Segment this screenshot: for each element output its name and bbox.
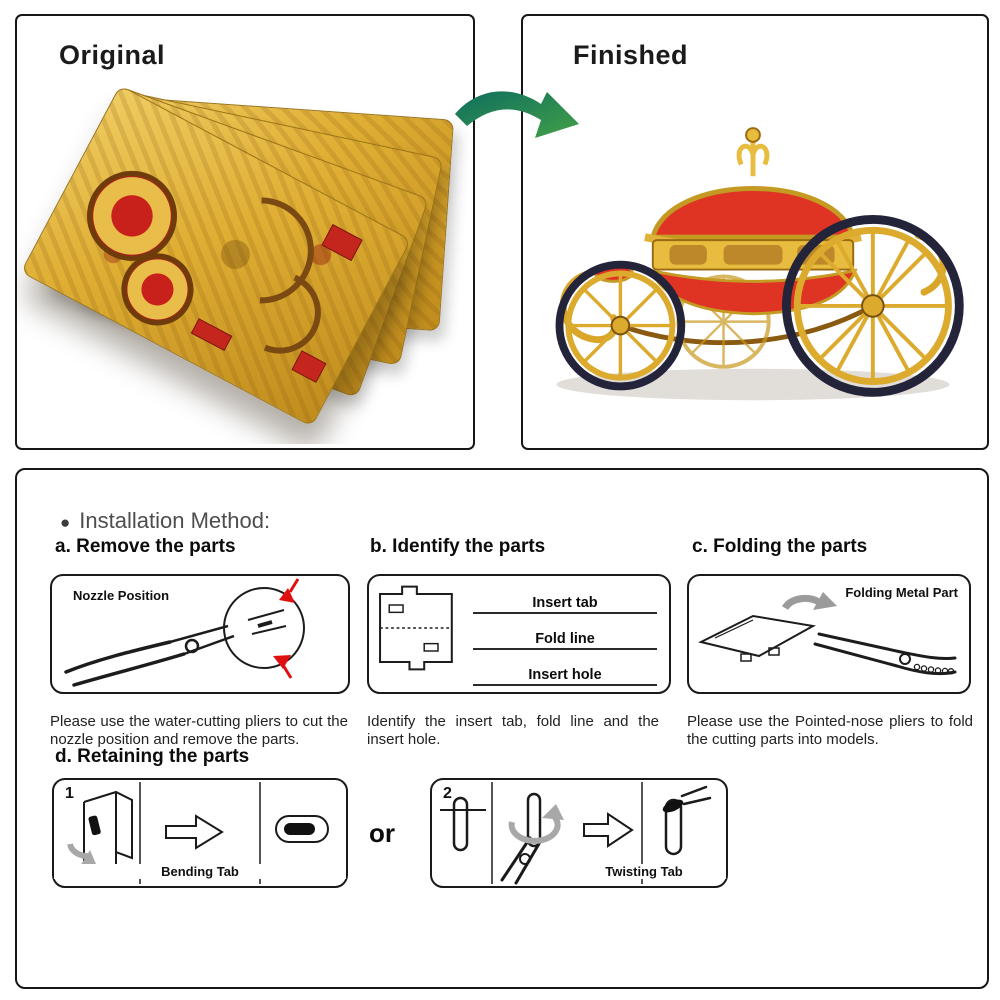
- fold-line-row: Fold line: [473, 614, 657, 650]
- section-b-title: b. Identify the parts: [370, 536, 546, 557]
- folding-parts-diagram: Folding Metal Part: [687, 574, 971, 694]
- bullet-icon: ●: [60, 513, 71, 532]
- folding-parts-description: Please use the Pointed-nose pliers to fo…: [687, 713, 973, 749]
- original-title: Original: [59, 40, 166, 70]
- carriage-illustration: [555, 127, 964, 401]
- step-2-number: 2: [443, 785, 452, 802]
- step-1-number: 1: [65, 785, 74, 802]
- section-a-title: a. Remove the parts: [55, 536, 236, 557]
- finished-panel: Finished: [521, 14, 989, 450]
- installation-method-panel: ● Installation Method: a. Remove the part…: [15, 468, 989, 989]
- nozzle-position-label: Nozzle Position: [70, 588, 173, 603]
- twisting-tab-illustration: [440, 782, 712, 885]
- folding-metal-part-label: Folding Metal Part: [842, 585, 961, 600]
- folding-pliers-illustration: [698, 592, 957, 676]
- section-c-title: c. Folding the parts: [692, 536, 868, 557]
- finished-title: Finished: [573, 40, 689, 70]
- installation-heading-text: Installation Method:: [79, 508, 271, 533]
- identify-parts-diagram: Insert tab Fold line Insert hole: [367, 574, 671, 694]
- transform-arrow-icon: [449, 80, 583, 160]
- arrow-graphic: [455, 91, 579, 138]
- remove-parts-description: Please use the water-cutting pliers to c…: [50, 713, 348, 749]
- insert-hole-row: Insert hole: [473, 650, 657, 686]
- twisting-tab-diagram: 2 Twisting Tab: [430, 778, 728, 888]
- metal-sheets-illustration: [17, 50, 469, 444]
- part-feature-labels: Insert tab Fold line Insert hole: [473, 578, 657, 686]
- insert-tab-label: Insert tab: [532, 595, 598, 611]
- etched-red-panel: [291, 350, 327, 383]
- remove-parts-diagram: Nozzle Position: [50, 574, 350, 694]
- etched-red-panel: [321, 224, 363, 262]
- metal-part-illustration: [379, 585, 453, 671]
- cutting-pliers-illustration: [64, 578, 305, 687]
- fold-line-label: Fold line: [535, 631, 595, 647]
- insert-hole-label: Insert hole: [528, 667, 602, 683]
- original-panel: Original: [15, 14, 475, 450]
- twisting-tab-label: Twisting Tab: [562, 864, 726, 879]
- bending-tab-label: Bending Tab: [54, 864, 346, 879]
- etched-red-panel: [190, 318, 233, 352]
- section-d-title: d. Retaining the parts: [55, 746, 250, 767]
- or-connector: or: [369, 818, 395, 848]
- installation-heading: ● Installation Method:: [60, 508, 270, 534]
- bending-tab-diagram: 1 Bending Tab: [52, 778, 348, 888]
- insert-tab-row: Insert tab: [473, 578, 657, 614]
- identify-parts-description: Identify the insert tab, fold line and t…: [367, 713, 659, 749]
